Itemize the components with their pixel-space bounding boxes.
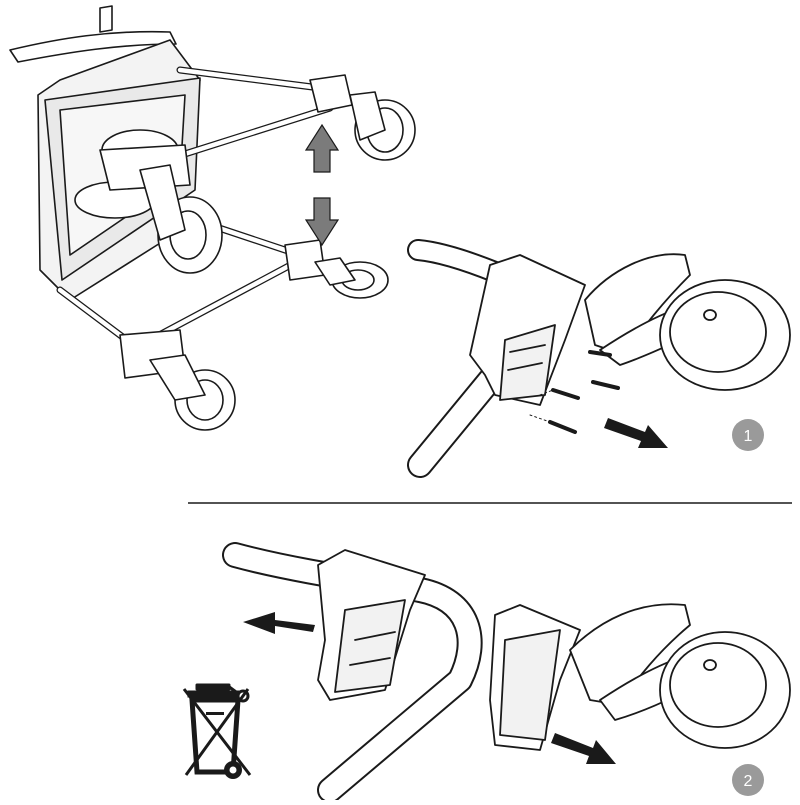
arrow-right-down-icon-2 <box>551 733 616 764</box>
wheelie-bin-recycle-icon <box>182 683 252 779</box>
step-2-label: 2 <box>744 773 753 790</box>
up-arrow-icon <box>304 123 340 173</box>
overview-chair <box>9 5 416 431</box>
step2-detail <box>222 542 791 803</box>
step1-detail <box>407 239 791 478</box>
step-1-badge: 1 <box>732 419 764 451</box>
arrow-left-icon <box>243 612 315 634</box>
down-arrow-icon <box>304 197 340 247</box>
step-2-badge: 2 <box>732 764 764 796</box>
arrow-right-down-icon <box>604 418 668 448</box>
screws <box>548 350 620 434</box>
step-1-label: 1 <box>744 428 753 445</box>
